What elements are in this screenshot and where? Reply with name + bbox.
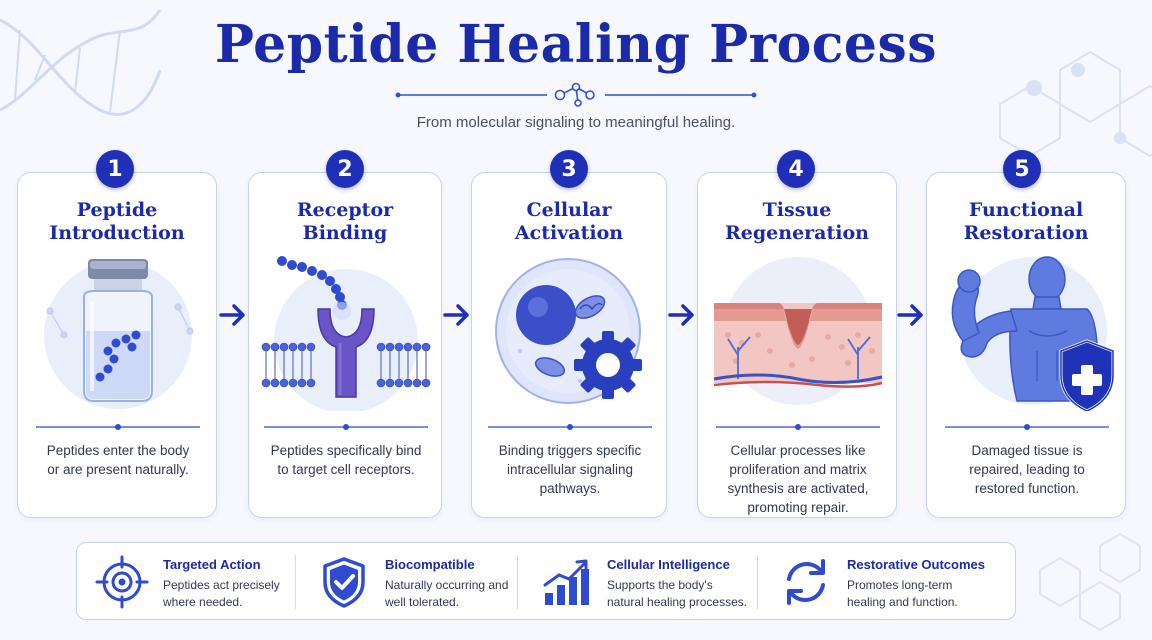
feature-description: Supports the body's natural healing proc… [607,578,748,609]
feature-title: Targeted Action [163,557,261,572]
growth-chart-icon [543,559,589,605]
feature-description: Peptides act precisely where needed. [163,578,280,609]
gear-icon [574,331,642,399]
feature-targeted-action: Targeted Action Peptides act precisely w… [77,543,295,621]
feature-cellular-intelligence: Cellular Intelligence Supports the body'… [521,543,757,621]
step-description: Damaged tissue is repaired, leading to r… [969,443,1085,496]
step-separator [716,424,880,430]
feature-description: Naturally occurring and well tolerated. [385,578,509,609]
arrow-right-icon [219,304,245,326]
feature-title: Biocompatible [385,557,475,572]
feature-divider [517,555,518,609]
step-description: Peptides enter the body or are present n… [46,443,190,477]
step-card-1: Peptide Introduction Peptides enter the … [17,172,217,518]
feature-title: Restorative Outcomes [847,557,985,572]
title-divider [395,82,757,107]
step-title: Tissue Regeneration [725,199,869,244]
feature-restorative-outcomes: Restorative Outcomes Promotes long-term … [761,543,1013,621]
molecule-icon [554,82,595,107]
step-separator [36,424,200,430]
step-description: Cellular processes like proliferation an… [727,443,869,515]
feature-description: Promotes long-term healing and function. [847,578,958,609]
step-number-badge: 5 [1003,150,1041,188]
arrow-right-icon [897,304,923,326]
step-separator [264,424,428,430]
flexing-figure-icon [951,256,1115,411]
step-number-badge: 2 [326,150,364,188]
step-number-badge: 1 [96,150,134,188]
cycle-arrows-icon [787,559,825,605]
step-card-4: Tissue Regeneration Cellular processes l… [697,172,897,518]
cell-activation-icon [495,258,642,404]
tissue-regeneration-icon [713,257,883,405]
step-card-3: Cellular Activation [471,172,667,518]
step-title: Peptide Introduction [49,199,185,244]
step-title: Receptor Binding [296,199,394,244]
shield-check-icon [323,557,365,608]
step-separator [488,424,652,430]
step-separator [945,424,1109,430]
step-description: Peptides specifically bind to target cel… [270,443,422,477]
medical-shield-icon [1059,339,1115,411]
feature-divider [757,555,758,609]
peptide-vial-icon [44,259,194,409]
target-icon [95,555,149,609]
step-title: Cellular Activation [514,199,624,244]
feature-title: Cellular Intelligence [607,557,730,572]
arrow-right-icon [443,304,469,326]
step-description: Binding triggers specific intracellular … [498,443,642,496]
feature-divider [295,555,296,609]
step-number-badge: 3 [550,150,588,188]
features-bar: Targeted Action Peptides act precisely w… [76,542,1016,620]
feature-biocompatible: Biocompatible Naturally occurring and we… [299,543,517,621]
receptor-binding-icon [261,256,431,411]
page-title: Peptide Healing Process [214,14,938,75]
step-title: Functional Restoration [963,199,1089,244]
molecule-hex-bottom-icon [1039,532,1141,632]
step-card-5: Functional Restoration Damaged tissue is… [926,172,1126,518]
step-number-badge: 4 [777,150,815,188]
arrow-right-icon [668,304,694,326]
step-card-2: Receptor Binding [248,172,442,518]
page-subtitle: From molecular signaling to meaningful h… [416,114,736,131]
